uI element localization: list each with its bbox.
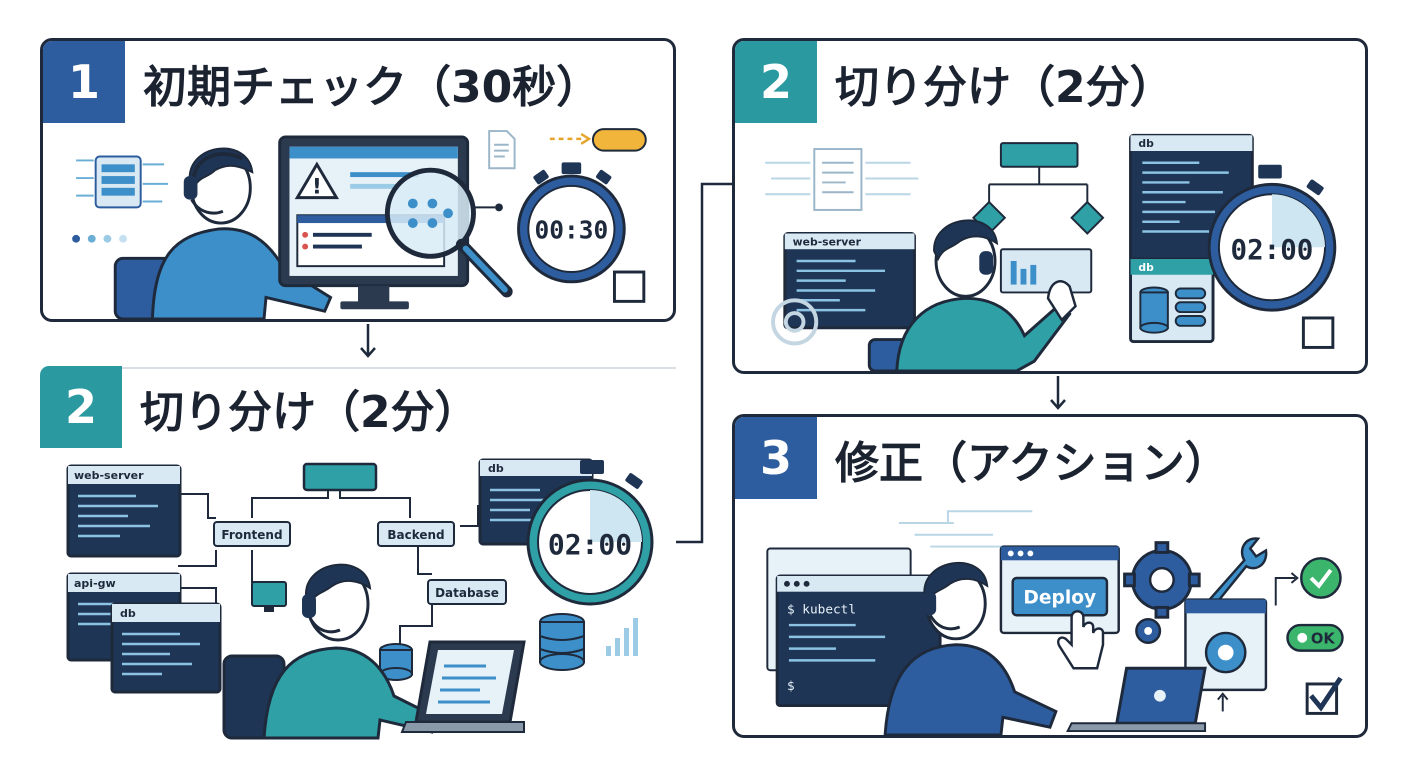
gear-icon xyxy=(1123,541,1201,644)
document-icon xyxy=(488,130,516,170)
step3-illustration: $ kubectl $ Deploy xyxy=(766,510,1344,737)
hand-cursor-icon xyxy=(1057,610,1105,670)
step3-panel: 3 修正（アクション） $ kubectl $ Deploy xyxy=(732,414,1368,738)
deploy-button[interactable] xyxy=(1011,576,1109,617)
db-window xyxy=(110,602,222,694)
wrench-icon xyxy=(1197,537,1268,620)
flowchart xyxy=(972,142,1105,235)
flow-arrow xyxy=(360,324,376,358)
flow-arrow xyxy=(1050,376,1066,410)
step-number-badge: 2 xyxy=(735,41,817,123)
window-title: api-gw xyxy=(74,577,116,590)
ok-badge-label: OK xyxy=(1311,631,1336,648)
database-label: Database xyxy=(435,586,499,600)
terminal-window xyxy=(775,574,942,708)
step2-panel-right: 2 切り分け（2分） web-server xyxy=(732,38,1368,374)
window-title: db xyxy=(1138,261,1154,274)
deploy-button-label: Deploy xyxy=(1023,587,1096,608)
laptop xyxy=(400,640,526,733)
step-number-badge: 2 xyxy=(40,366,122,448)
ok-badge xyxy=(1286,623,1344,652)
chart-card xyxy=(999,248,1093,294)
step-title: 切り分け（2分） xyxy=(140,387,479,438)
stopwatch-time: 02:00 xyxy=(548,528,632,561)
toggle-icon xyxy=(591,128,647,152)
checkbox-checked[interactable] xyxy=(1305,676,1343,715)
bar-graph-icon xyxy=(606,618,638,656)
window-title: db xyxy=(1138,137,1154,150)
gear-icon xyxy=(771,298,819,346)
stopwatch-icon xyxy=(517,162,626,284)
terminal-prompt: $ xyxy=(787,679,795,694)
stopwatch-icon xyxy=(526,460,654,606)
web-server-window xyxy=(783,232,916,330)
step2-right-illustration: web-server db xyxy=(765,133,1337,373)
step1-illustration: ! xyxy=(72,128,647,321)
window-title: web-server xyxy=(74,469,144,482)
flow-connector xyxy=(676,182,734,544)
step-title: 修正（アクション） xyxy=(835,438,1229,489)
monitor-node-icon xyxy=(251,581,287,612)
backend-node xyxy=(377,521,455,547)
top-node xyxy=(302,462,378,492)
stopwatch-time: 00:30 xyxy=(535,216,609,245)
step-number-badge: 1 xyxy=(43,41,125,123)
step1-panel: 1 初期チェック（30秒） ! xyxy=(40,38,676,322)
operator-person xyxy=(883,562,1058,737)
magnifier-icon xyxy=(384,167,513,298)
backend-label: Backend xyxy=(387,528,444,542)
step2-left-illustration: web-server api-gw db Frontend Backend Da… xyxy=(66,367,676,740)
window-title: db xyxy=(120,607,136,620)
database-cylinder-icon xyxy=(379,613,585,681)
operator-person xyxy=(150,147,333,321)
db-window-bottom xyxy=(1129,257,1215,344)
success-check-icon xyxy=(1300,557,1342,599)
frontend-node xyxy=(213,521,291,547)
step-title: 切り分け（2分） xyxy=(835,62,1174,113)
stopwatch-time: 02:00 xyxy=(1231,234,1314,266)
step2-panel-left: 2 切り分け（2分） web-server api-gw xyxy=(40,366,680,740)
step-number-badge: 3 xyxy=(735,417,817,499)
stopwatch-icon xyxy=(1207,164,1337,312)
checkbox-empty[interactable] xyxy=(612,270,646,303)
database-node xyxy=(427,579,507,605)
checkbox-empty[interactable] xyxy=(1301,316,1335,349)
frontend-label: Frontend xyxy=(221,528,282,542)
terminal-command: $ kubectl xyxy=(787,602,856,617)
operator-person xyxy=(895,219,1077,373)
laptop xyxy=(1066,666,1207,733)
web-server-window xyxy=(66,464,182,558)
window-title: db xyxy=(488,462,504,475)
svg-text:!: ! xyxy=(312,175,322,200)
operator-person xyxy=(262,563,440,740)
step-title: 初期チェック（30秒） xyxy=(143,62,601,113)
window-title: web-server xyxy=(793,235,862,248)
document-icon xyxy=(765,148,919,211)
server-network-icon xyxy=(72,155,169,243)
